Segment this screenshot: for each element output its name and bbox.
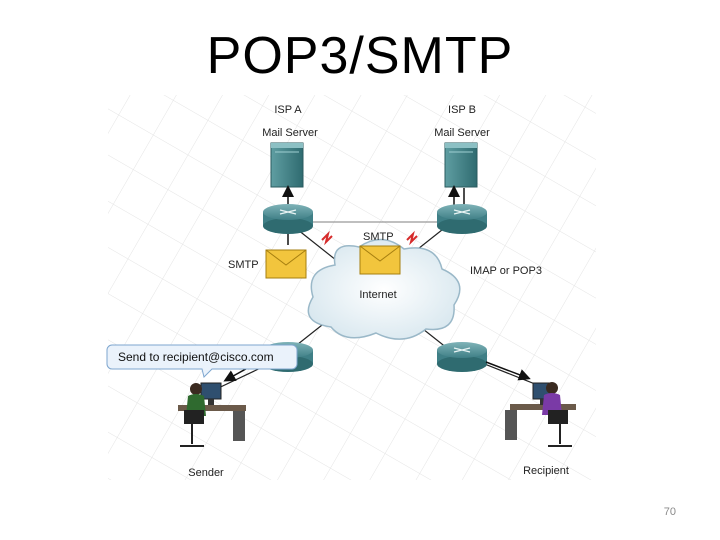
router-isp-b xyxy=(437,204,487,234)
recipient-workstation xyxy=(505,382,576,447)
isp-a-label: ISP A xyxy=(274,104,302,116)
envelope-icon-center xyxy=(359,245,401,275)
isp-b-server-label: Mail Server xyxy=(434,127,490,139)
isp-b-label: ISP B xyxy=(448,104,476,116)
isp-a-server xyxy=(270,142,304,188)
internet-cloud: Internet xyxy=(307,238,461,340)
protocol-label-center: SMTP xyxy=(363,231,394,243)
recipient-label: Recipient xyxy=(523,465,569,477)
protocol-label-left: SMTP xyxy=(228,259,259,271)
sender-label: Sender xyxy=(188,467,224,479)
page-number: 70 xyxy=(663,506,676,518)
sender-workstation xyxy=(178,382,246,447)
send-callout xyxy=(106,344,298,378)
cloud-label: Internet xyxy=(359,289,396,301)
router-isp-a xyxy=(263,204,313,234)
slide-title: POP3/SMTP xyxy=(206,27,514,85)
isp-a-server-label: Mail Server xyxy=(262,127,318,139)
callout-text: Send to recipient@cisco.com xyxy=(118,350,274,364)
envelope-icon-left xyxy=(265,249,307,279)
protocol-label-right: IMAP or POP3 xyxy=(470,265,542,277)
router-recipient xyxy=(437,342,487,372)
isp-b-server xyxy=(444,142,478,188)
